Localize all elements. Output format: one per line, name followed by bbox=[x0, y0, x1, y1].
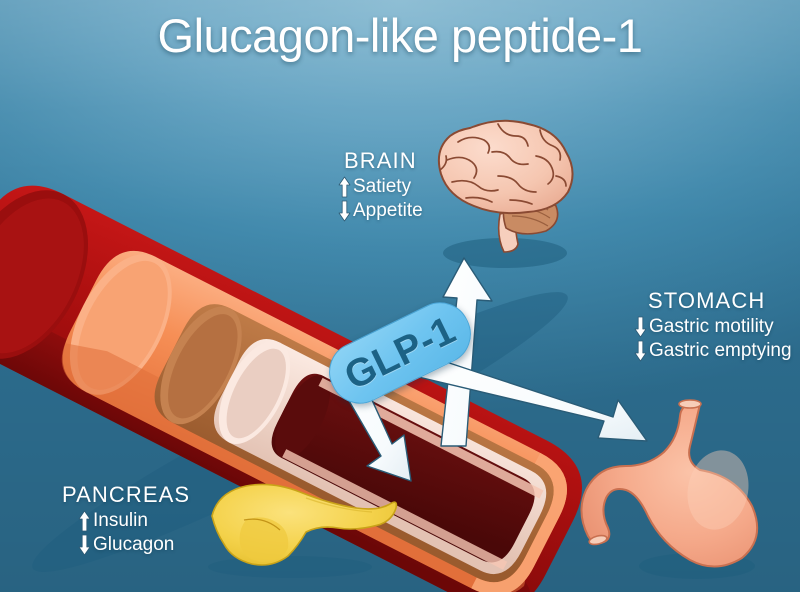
pancreas-effect-text: Glucagon bbox=[93, 534, 175, 555]
stomach-label-block: STOMACH Gastric motility Gastric emptyin… bbox=[634, 288, 792, 362]
brain-label-block: BRAIN Satiety Appetite bbox=[338, 148, 423, 222]
pancreas-effect-text: Insulin bbox=[93, 510, 148, 531]
stomach-illustration bbox=[580, 399, 759, 579]
stomach-body bbox=[580, 403, 759, 568]
esophagus-opening bbox=[678, 399, 702, 409]
arrow-up-icon bbox=[78, 510, 91, 532]
brain-folds bbox=[439, 123, 567, 205]
stomach-effect-row: Gastric emptying bbox=[634, 340, 792, 362]
pancreas-illustration bbox=[208, 483, 398, 578]
brain-heading: BRAIN bbox=[344, 148, 417, 173]
arrow-down-icon bbox=[634, 316, 647, 338]
stomach-heading: STOMACH bbox=[648, 288, 766, 313]
arrow-down-icon bbox=[634, 340, 647, 362]
pancreas-effect-row: Insulin bbox=[78, 510, 190, 532]
arrow-down-icon bbox=[338, 200, 351, 222]
arrow-down-icon bbox=[78, 534, 91, 556]
pancreas-label-block: PANCREAS Insulin Glucagon bbox=[62, 482, 190, 556]
duodenum-opening bbox=[588, 534, 608, 546]
arrow-up-icon bbox=[338, 176, 351, 198]
stomach-effect-text: Gastric motility bbox=[649, 316, 774, 337]
brain-effect-text: Appetite bbox=[353, 200, 423, 221]
pancreas-heading: PANCREAS bbox=[62, 482, 191, 507]
vessel-far-end-ring bbox=[471, 452, 567, 592]
arrow-to-brain bbox=[440, 257, 493, 447]
stomach-effect-row: Gastric motility bbox=[634, 316, 792, 338]
page-title: Glucagon-like peptide-1 bbox=[157, 9, 643, 62]
arrow-to-stomach bbox=[409, 351, 648, 442]
brain-effect-row: Appetite bbox=[338, 200, 423, 222]
pancreas-shadow bbox=[208, 556, 372, 578]
blood-vessel-cutaway bbox=[0, 185, 582, 592]
brain-illustration bbox=[437, 119, 574, 268]
brain-effect-row: Satiety bbox=[338, 176, 423, 198]
pancreas-head-lobe bbox=[239, 517, 289, 562]
brain-shadow bbox=[443, 238, 567, 268]
cerebrum bbox=[437, 119, 574, 215]
stomach-effect-text: Gastric emptying bbox=[649, 340, 792, 361]
brain-effect-text: Satiety bbox=[353, 176, 412, 197]
pancreas-effect-row: Glucagon bbox=[78, 534, 190, 556]
